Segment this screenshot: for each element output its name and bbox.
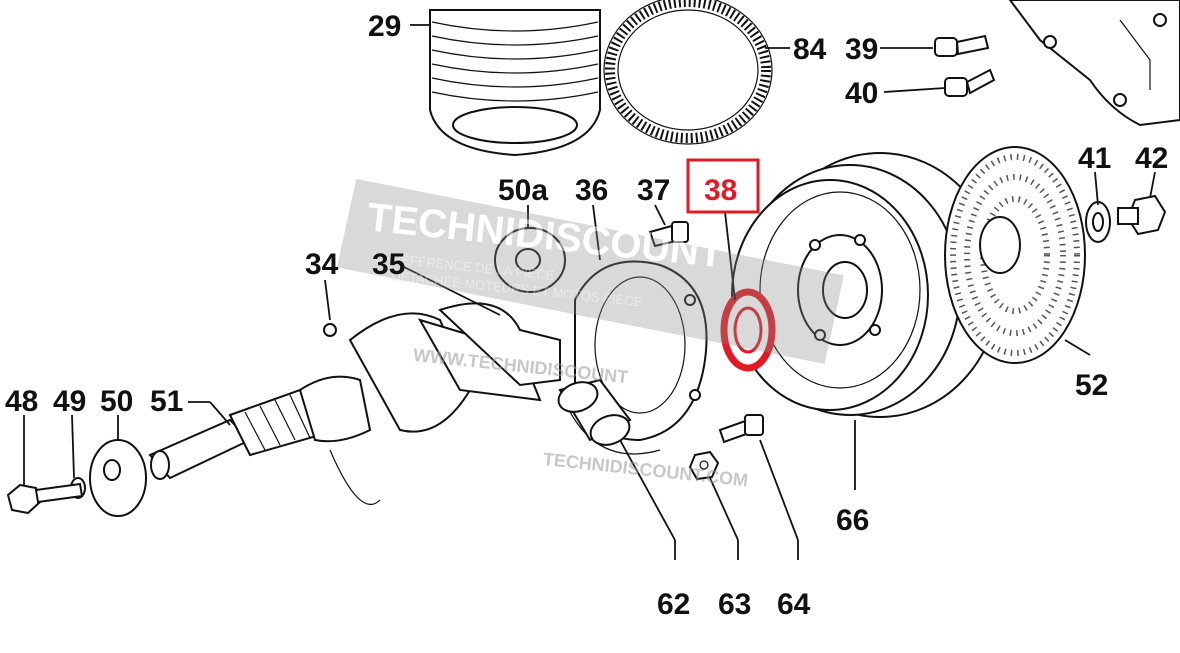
label-62: 62 xyxy=(657,588,690,621)
bolt-39-part xyxy=(934,34,990,57)
label-50: 50 xyxy=(100,385,133,418)
label-84: 84 xyxy=(793,33,827,66)
bolt-37-part xyxy=(648,221,689,248)
cylinder-part xyxy=(429,9,601,157)
label-49: 49 xyxy=(53,385,86,418)
label-51: 51 xyxy=(150,385,183,418)
label-37: 37 xyxy=(637,174,670,207)
label-52: 52 xyxy=(1075,369,1108,402)
label-48: 48 xyxy=(5,385,38,418)
nut-63-part xyxy=(688,450,720,481)
leader-lines xyxy=(23,24,1156,560)
washer-50a-part xyxy=(494,227,566,293)
seal-38-part xyxy=(720,288,776,372)
bolt-48-part xyxy=(6,482,84,515)
spacer-tube-62-part xyxy=(557,378,632,446)
washer-50-part xyxy=(89,439,147,517)
crankcase-cover-part xyxy=(1008,0,1180,127)
part-labels: 29 84 39 40 41 42 50a 36 37 38 34 35 48 … xyxy=(5,10,1168,621)
highlight-box-38 xyxy=(686,158,760,214)
nut-42-part xyxy=(1117,194,1167,236)
label-41: 41 xyxy=(1078,142,1111,175)
label-38: 38 xyxy=(704,174,737,207)
bolt-40-part xyxy=(944,68,996,97)
fan-grille-part xyxy=(944,146,1086,364)
bolt-64-part xyxy=(718,414,764,444)
label-42: 42 xyxy=(1135,142,1168,175)
label-64: 64 xyxy=(777,588,811,621)
pulley-part xyxy=(731,152,1001,418)
crankshaft-part xyxy=(148,302,561,505)
label-40: 40 xyxy=(845,77,878,110)
label-39: 39 xyxy=(845,33,878,66)
label-63: 63 xyxy=(718,588,751,621)
label-36: 36 xyxy=(575,174,608,207)
label-66: 66 xyxy=(836,504,869,537)
label-35: 35 xyxy=(372,248,405,281)
label-50a: 50a xyxy=(498,174,548,207)
gasket-part xyxy=(603,0,773,145)
label-34: 34 xyxy=(305,248,339,281)
watermark-site-2: TECHNIDISCOUNT.COM xyxy=(542,449,749,490)
label-29: 29 xyxy=(368,10,401,43)
washer-41-part xyxy=(1085,201,1111,243)
